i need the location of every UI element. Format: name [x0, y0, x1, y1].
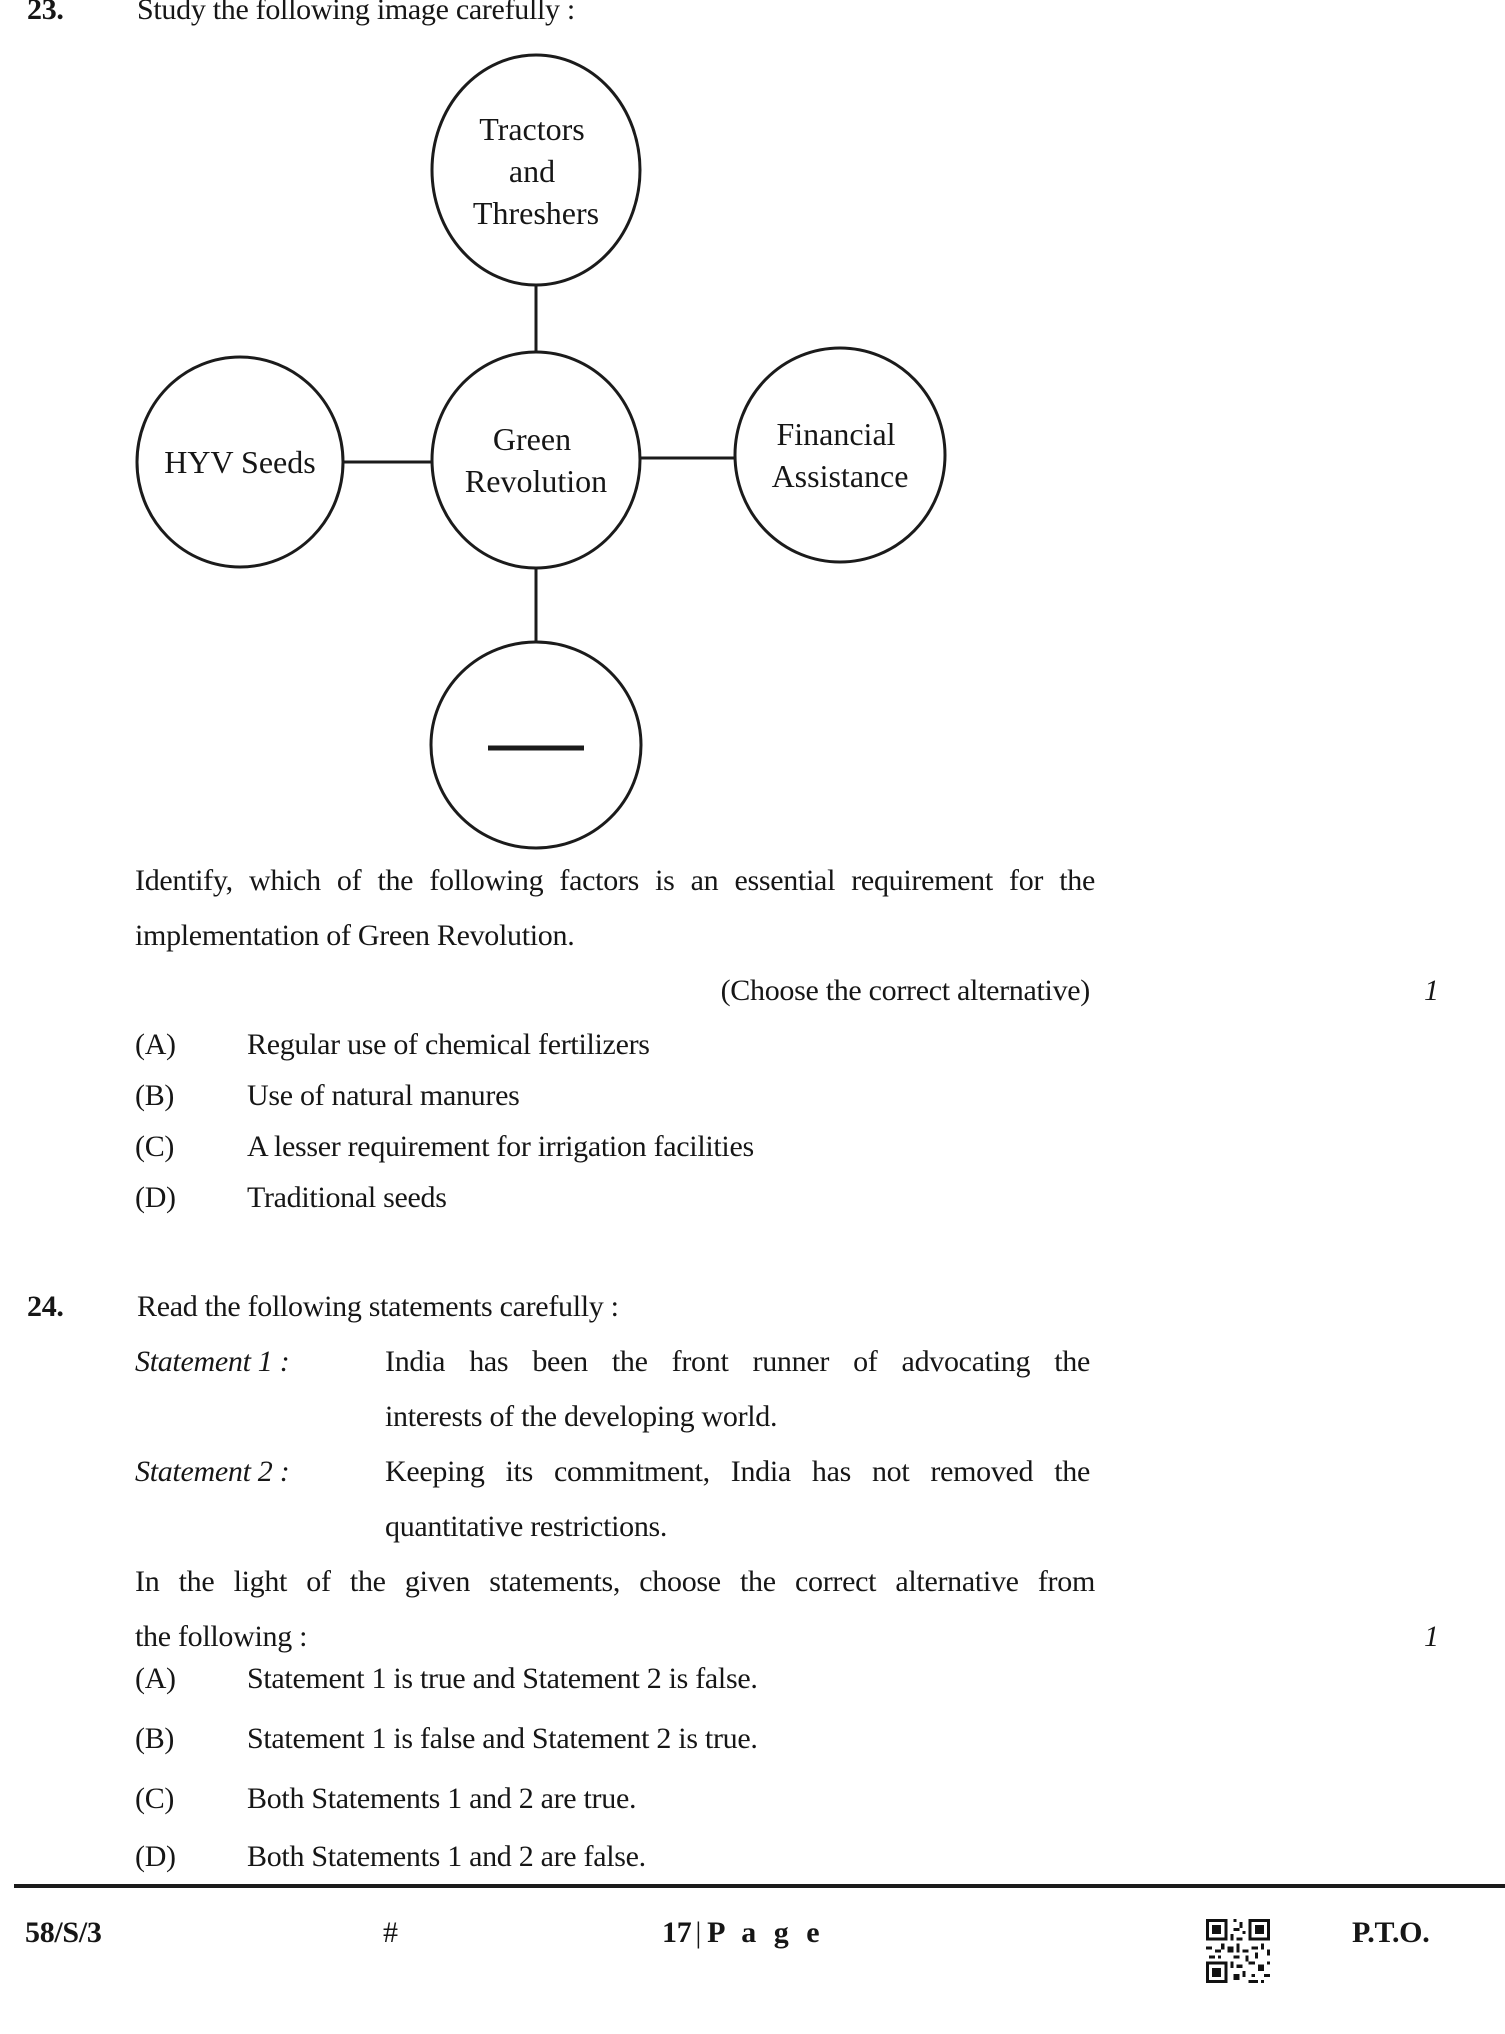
q23-option-a-label: (A): [135, 1028, 176, 1061]
q23-option-c-label: (C): [135, 1130, 175, 1163]
label-tractors-threshers: Tractors and Threshers: [473, 111, 599, 231]
footer-paper-code: 58/S/3: [25, 1916, 102, 1949]
circle-green-revolution: [430, 350, 642, 570]
footer-page-word: P a g e: [707, 1916, 825, 1949]
q24-statement2-label: Statement 2 :: [135, 1455, 290, 1488]
circle-hyv-seeds: [135, 355, 345, 569]
q23-question-line2: implementation of Green Revolution.: [135, 919, 575, 952]
q24-option-c-text: Both Statements 1 and 2 are true.: [247, 1782, 637, 1815]
q24-option-b: (B) Statement 1 is false and Statement 2 …: [135, 1720, 758, 1758]
q24-statement2-line2: quantitative restrictions.: [385, 1510, 668, 1543]
q24-option-d-text: Both Statements 1 and 2 are false.: [247, 1840, 646, 1873]
q23-option-d-label: (D): [135, 1181, 176, 1214]
q24-marks: 1: [1424, 1620, 1439, 1653]
q23-option-b: (B) Use of natural manures: [135, 1077, 520, 1115]
q24-statement1-line2: interests of the developing world.: [385, 1400, 778, 1433]
label-hyv-seeds: HYV Seeds: [164, 444, 315, 480]
q23-option-b-label: (B): [135, 1079, 175, 1112]
q24-option-a-text: Statement 1 is true and Statement 2 is f…: [247, 1662, 758, 1695]
q23-option-d: (D) Traditional seeds: [135, 1179, 447, 1217]
q23-option-c: (C) A lesser requirement for irrigation f…: [135, 1128, 754, 1166]
label-green-revolution: Green Revolution: [465, 421, 607, 499]
footer-rule: [14, 1884, 1505, 1888]
circle-financial-assistance: [733, 346, 947, 564]
q24-number: 24.: [27, 1290, 64, 1323]
q24-option-c-label: (C): [135, 1782, 175, 1815]
q23-prompt: Study the following image carefully :: [137, 0, 575, 26]
q24-prompt: Read the following statements carefully …: [137, 1290, 619, 1323]
qr-code: [1206, 1919, 1270, 1983]
q24-closing-line2: the following :: [135, 1620, 308, 1653]
q23-instruction: (Choose the correct alternative): [720, 974, 1091, 1007]
q24-option-c: (C) Both Statements 1 and 2 are true.: [135, 1780, 636, 1818]
q23-option-b-text: Use of natural manures: [247, 1079, 520, 1112]
q23-option-a-text: Regular use of chemical fertilizers: [247, 1028, 650, 1061]
q24-option-b-text: Statement 1 is false and Statement 2 is …: [247, 1722, 758, 1755]
footer-page-number: 17: [662, 1916, 692, 1949]
q24-statement1-label: Statement 1 :: [135, 1345, 290, 1378]
footer-page-indicator: 17|P a g e: [662, 1914, 825, 1952]
green-revolution-diagram: Tractors and Threshers HYV Seeds Green R…: [135, 53, 947, 850]
q23-question-line1: Identify, which of the following factors…: [135, 864, 1095, 897]
q23-option-c-text: A lesser requirement for irrigation faci…: [247, 1130, 754, 1163]
q24-closing-line1: In the light of the given statements, ch…: [135, 1565, 1095, 1598]
circle-blank: [429, 640, 643, 850]
q24-option-d-label: (D): [135, 1840, 176, 1873]
footer-page-separator: |: [695, 1916, 702, 1949]
q24-option-a: (A) Statement 1 is true and Statement 2 i…: [135, 1660, 758, 1698]
footer-pto: P.T.O.: [1352, 1916, 1430, 1949]
q23-number: 23.: [27, 0, 64, 26]
q23-marks: 1: [1424, 974, 1439, 1007]
circle-tractors-threshers: [430, 53, 642, 287]
q24-option-d: (D) Both Statements 1 and 2 are false.: [135, 1838, 646, 1876]
q24-statement2-line1: Keeping its commitment, India has not re…: [385, 1455, 1090, 1488]
label-financial-assistance: Financial Assistance: [772, 416, 909, 494]
q24-option-a-label: (A): [135, 1662, 176, 1695]
q24-statement1-line1: India has been the front runner of advoc…: [385, 1345, 1090, 1378]
q23-option-a: (A) Regular use of chemical fertilizers: [135, 1026, 650, 1064]
q23-option-d-text: Traditional seeds: [247, 1181, 447, 1214]
footer-hash-mark: #: [383, 1916, 398, 1949]
q24-option-b-label: (B): [135, 1722, 175, 1755]
